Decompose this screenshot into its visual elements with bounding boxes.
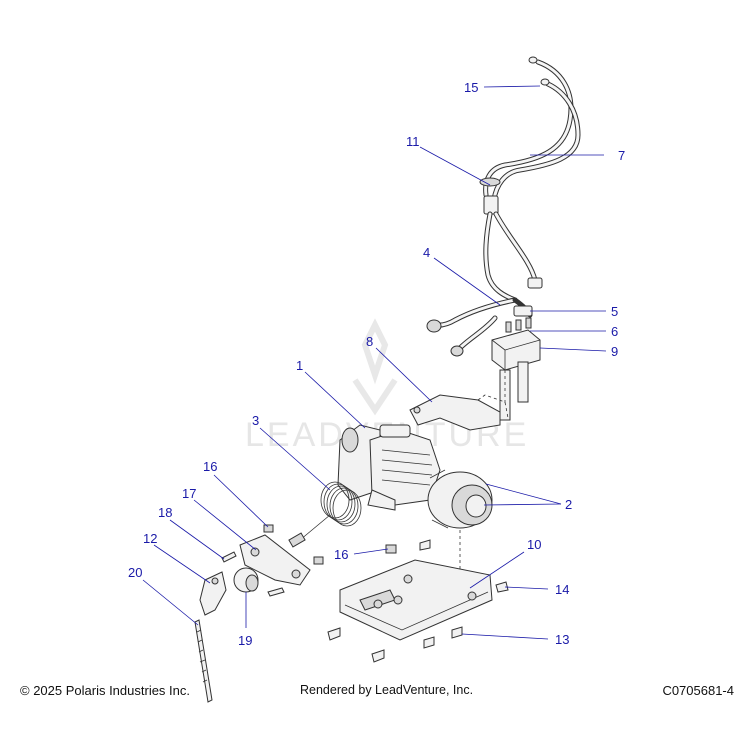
callout-10: 10: [527, 537, 541, 552]
callout-17: 17: [182, 486, 196, 501]
callout-19: 19: [238, 633, 252, 648]
callout-9: 9: [611, 344, 618, 359]
callout-20: 20: [128, 565, 142, 580]
callout-2: 2: [565, 497, 572, 512]
fairlead-and-hook-hardware: [194, 524, 324, 703]
callout-5: 5: [611, 304, 618, 319]
winch-cable: [288, 481, 362, 548]
winch-assembly: [337, 424, 493, 600]
diagram-id: C0705681-4: [662, 683, 734, 698]
callout-leaders: [142, 85, 607, 640]
callout-7: 7: [618, 148, 625, 163]
winch-mounting-plate: [327, 539, 509, 663]
callout-11: 11: [406, 134, 420, 149]
contactor-mount-bracket: [409, 370, 509, 431]
callout-4: 4: [423, 245, 430, 260]
callout-13: 13: [555, 632, 569, 647]
winch-wiring-harness: [426, 56, 581, 357]
callout-1: 1: [296, 358, 303, 373]
callout-6: 6: [611, 324, 618, 339]
copyright-notice: © 2025 Polaris Industries Inc.: [20, 683, 190, 698]
callout-16-plate: 16: [334, 547, 348, 562]
callout-labels: 15 11 7 4 5 6 9 8 1 2 3 16 17 18 12 20 1…: [128, 80, 625, 648]
callout-14: 14: [555, 582, 569, 597]
callout-8: 8: [366, 334, 373, 349]
winch-contactor: [491, 317, 541, 421]
rendered-by-credit: Rendered by LeadVenture, Inc.: [300, 683, 474, 697]
callout-16-fairlead: 16: [203, 459, 217, 474]
callout-3: 3: [252, 413, 259, 428]
callout-12: 12: [143, 531, 157, 546]
callout-15: 15: [464, 80, 478, 95]
callout-18: 18: [158, 505, 172, 520]
